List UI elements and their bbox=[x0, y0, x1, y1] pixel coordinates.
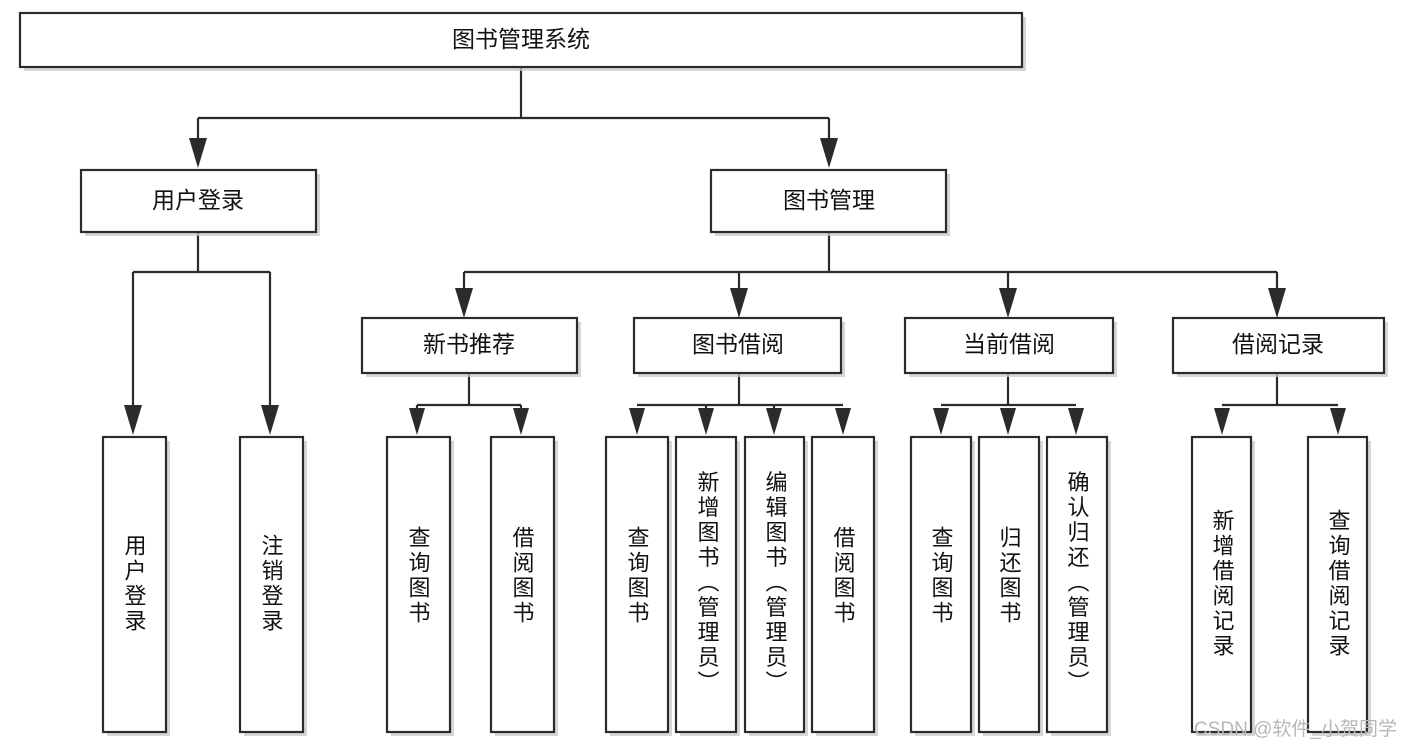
leaf-c2-box bbox=[977, 435, 1041, 734]
arrow-n2 bbox=[513, 408, 529, 435]
leaf-book-borrow-add[interactable]: 新增图书（管理员） bbox=[674, 435, 740, 736]
leaf-b2-label: 新增图书（管理员） bbox=[695, 471, 720, 696]
leaf-current-borrow-query[interactable]: 查询图书 bbox=[909, 435, 975, 736]
node-current-borrow[interactable]: 当前借阅 bbox=[903, 316, 1117, 377]
node-root[interactable]: 图书管理系统 bbox=[18, 11, 1026, 71]
leaf-n2-label: 借阅图书 bbox=[510, 526, 535, 626]
arrow-r2 bbox=[1330, 408, 1346, 435]
leaf-b1-label: 查询图书 bbox=[625, 526, 650, 626]
leaf-c3-box bbox=[1045, 435, 1109, 734]
root-box bbox=[18, 11, 1024, 69]
leaf-user-login-login[interactable]: 用户登录 bbox=[101, 435, 170, 736]
new-book-label: 新书推荐 bbox=[423, 331, 515, 357]
node-book-manage[interactable]: 图书管理 bbox=[709, 168, 950, 236]
arrow-l3-4 bbox=[1268, 288, 1286, 318]
leaf-b4-label: 借阅图书 bbox=[831, 526, 856, 626]
book-borrow-box bbox=[632, 316, 843, 375]
leaf-r2-label: 查询借阅记录 bbox=[1326, 509, 1351, 659]
arrow-l3-2 bbox=[730, 288, 748, 318]
leaf-new-book-borrow[interactable]: 借阅图书 bbox=[489, 435, 558, 736]
leaf-book-borrow-query[interactable]: 查询图书 bbox=[604, 435, 672, 736]
leaf-new-book-query[interactable]: 查询图书 bbox=[385, 435, 454, 736]
arrow-user-login bbox=[189, 138, 207, 168]
arrow-c1 bbox=[933, 408, 949, 435]
leaf-c1-label: 查询图书 bbox=[929, 526, 954, 626]
leaf-c3-label: 确认归还（管理员） bbox=[1065, 471, 1090, 696]
leaf-r1-label: 新增借阅记录 bbox=[1210, 509, 1235, 659]
borrow-record-label: 借阅记录 bbox=[1232, 331, 1324, 357]
leaf-u2-label: 注销登录 bbox=[259, 534, 284, 634]
arrow-b1 bbox=[629, 408, 645, 435]
leaf-user-login-logout[interactable]: 注销登录 bbox=[238, 435, 307, 736]
arrow-u2 bbox=[261, 405, 279, 435]
csdn-watermark: CSDN @软件_小贺同学 bbox=[1194, 719, 1397, 740]
new-book-box bbox=[360, 316, 579, 375]
leaf-current-borrow-return[interactable]: 归还图书 bbox=[977, 435, 1043, 736]
book-borrow-label: 图书借阅 bbox=[692, 331, 784, 357]
root-label: 图书管理系统 bbox=[452, 26, 590, 52]
arrow-c2 bbox=[1000, 408, 1016, 435]
leaf-n1-box bbox=[385, 435, 452, 734]
leaf-b3-label: 编辑图书（管理员） bbox=[763, 471, 788, 696]
leaf-b4-box bbox=[810, 435, 876, 734]
leaf-book-borrow-edit[interactable]: 编辑图书（管理员） bbox=[743, 435, 808, 736]
borrow-record-box bbox=[1171, 316, 1386, 375]
leaf-borrow-record-query[interactable]: 查询借阅记录 bbox=[1306, 435, 1371, 736]
arrow-n1 bbox=[409, 408, 425, 435]
edge-layer bbox=[124, 67, 1346, 435]
arrow-u1 bbox=[124, 405, 142, 435]
arrow-l3-3 bbox=[999, 288, 1017, 318]
leaf-r2-box bbox=[1306, 435, 1369, 734]
current-borrow-label: 当前借阅 bbox=[963, 331, 1055, 357]
leaf-n1-label: 查询图书 bbox=[406, 526, 431, 626]
book-manage-label: 图书管理 bbox=[783, 187, 875, 213]
leaf-current-borrow-confirm[interactable]: 确认归还（管理员） bbox=[1045, 435, 1111, 736]
node-new-book-recommend[interactable]: 新书推荐 bbox=[360, 316, 581, 377]
node-book-borrow[interactable]: 图书借阅 bbox=[632, 316, 845, 377]
current-borrow-box bbox=[903, 316, 1115, 375]
arrow-b2 bbox=[698, 408, 714, 435]
arrow-b3 bbox=[766, 408, 782, 435]
arrow-b4 bbox=[835, 408, 851, 435]
leaf-u1-label: 用户登录 bbox=[122, 534, 147, 634]
node-borrow-record[interactable]: 借阅记录 bbox=[1171, 316, 1388, 377]
arrow-c3 bbox=[1068, 408, 1084, 435]
leaf-c1-box bbox=[909, 435, 973, 734]
leaf-u2-box bbox=[238, 435, 305, 734]
arrow-l3-1 bbox=[455, 288, 473, 318]
leaf-b2-box bbox=[674, 435, 738, 734]
book-manage-box bbox=[709, 168, 948, 234]
leaf-u1-box bbox=[101, 435, 168, 734]
leaf-b3-box bbox=[743, 435, 806, 734]
arrow-r1 bbox=[1214, 408, 1230, 435]
leaf-c2-label: 归还图书 bbox=[997, 526, 1022, 626]
leaf-book-borrow-borrow[interactable]: 借阅图书 bbox=[810, 435, 878, 736]
leaf-b1-box bbox=[604, 435, 670, 734]
arrow-book-manage bbox=[820, 138, 838, 168]
leaf-borrow-record-add[interactable]: 新增借阅记录 bbox=[1190, 435, 1255, 736]
user-login-box bbox=[79, 168, 318, 234]
node-user-login[interactable]: 用户登录 bbox=[79, 168, 320, 236]
leaf-n2-box bbox=[489, 435, 556, 734]
user-login-label: 用户登录 bbox=[152, 187, 244, 213]
leaf-r1-box bbox=[1190, 435, 1253, 734]
